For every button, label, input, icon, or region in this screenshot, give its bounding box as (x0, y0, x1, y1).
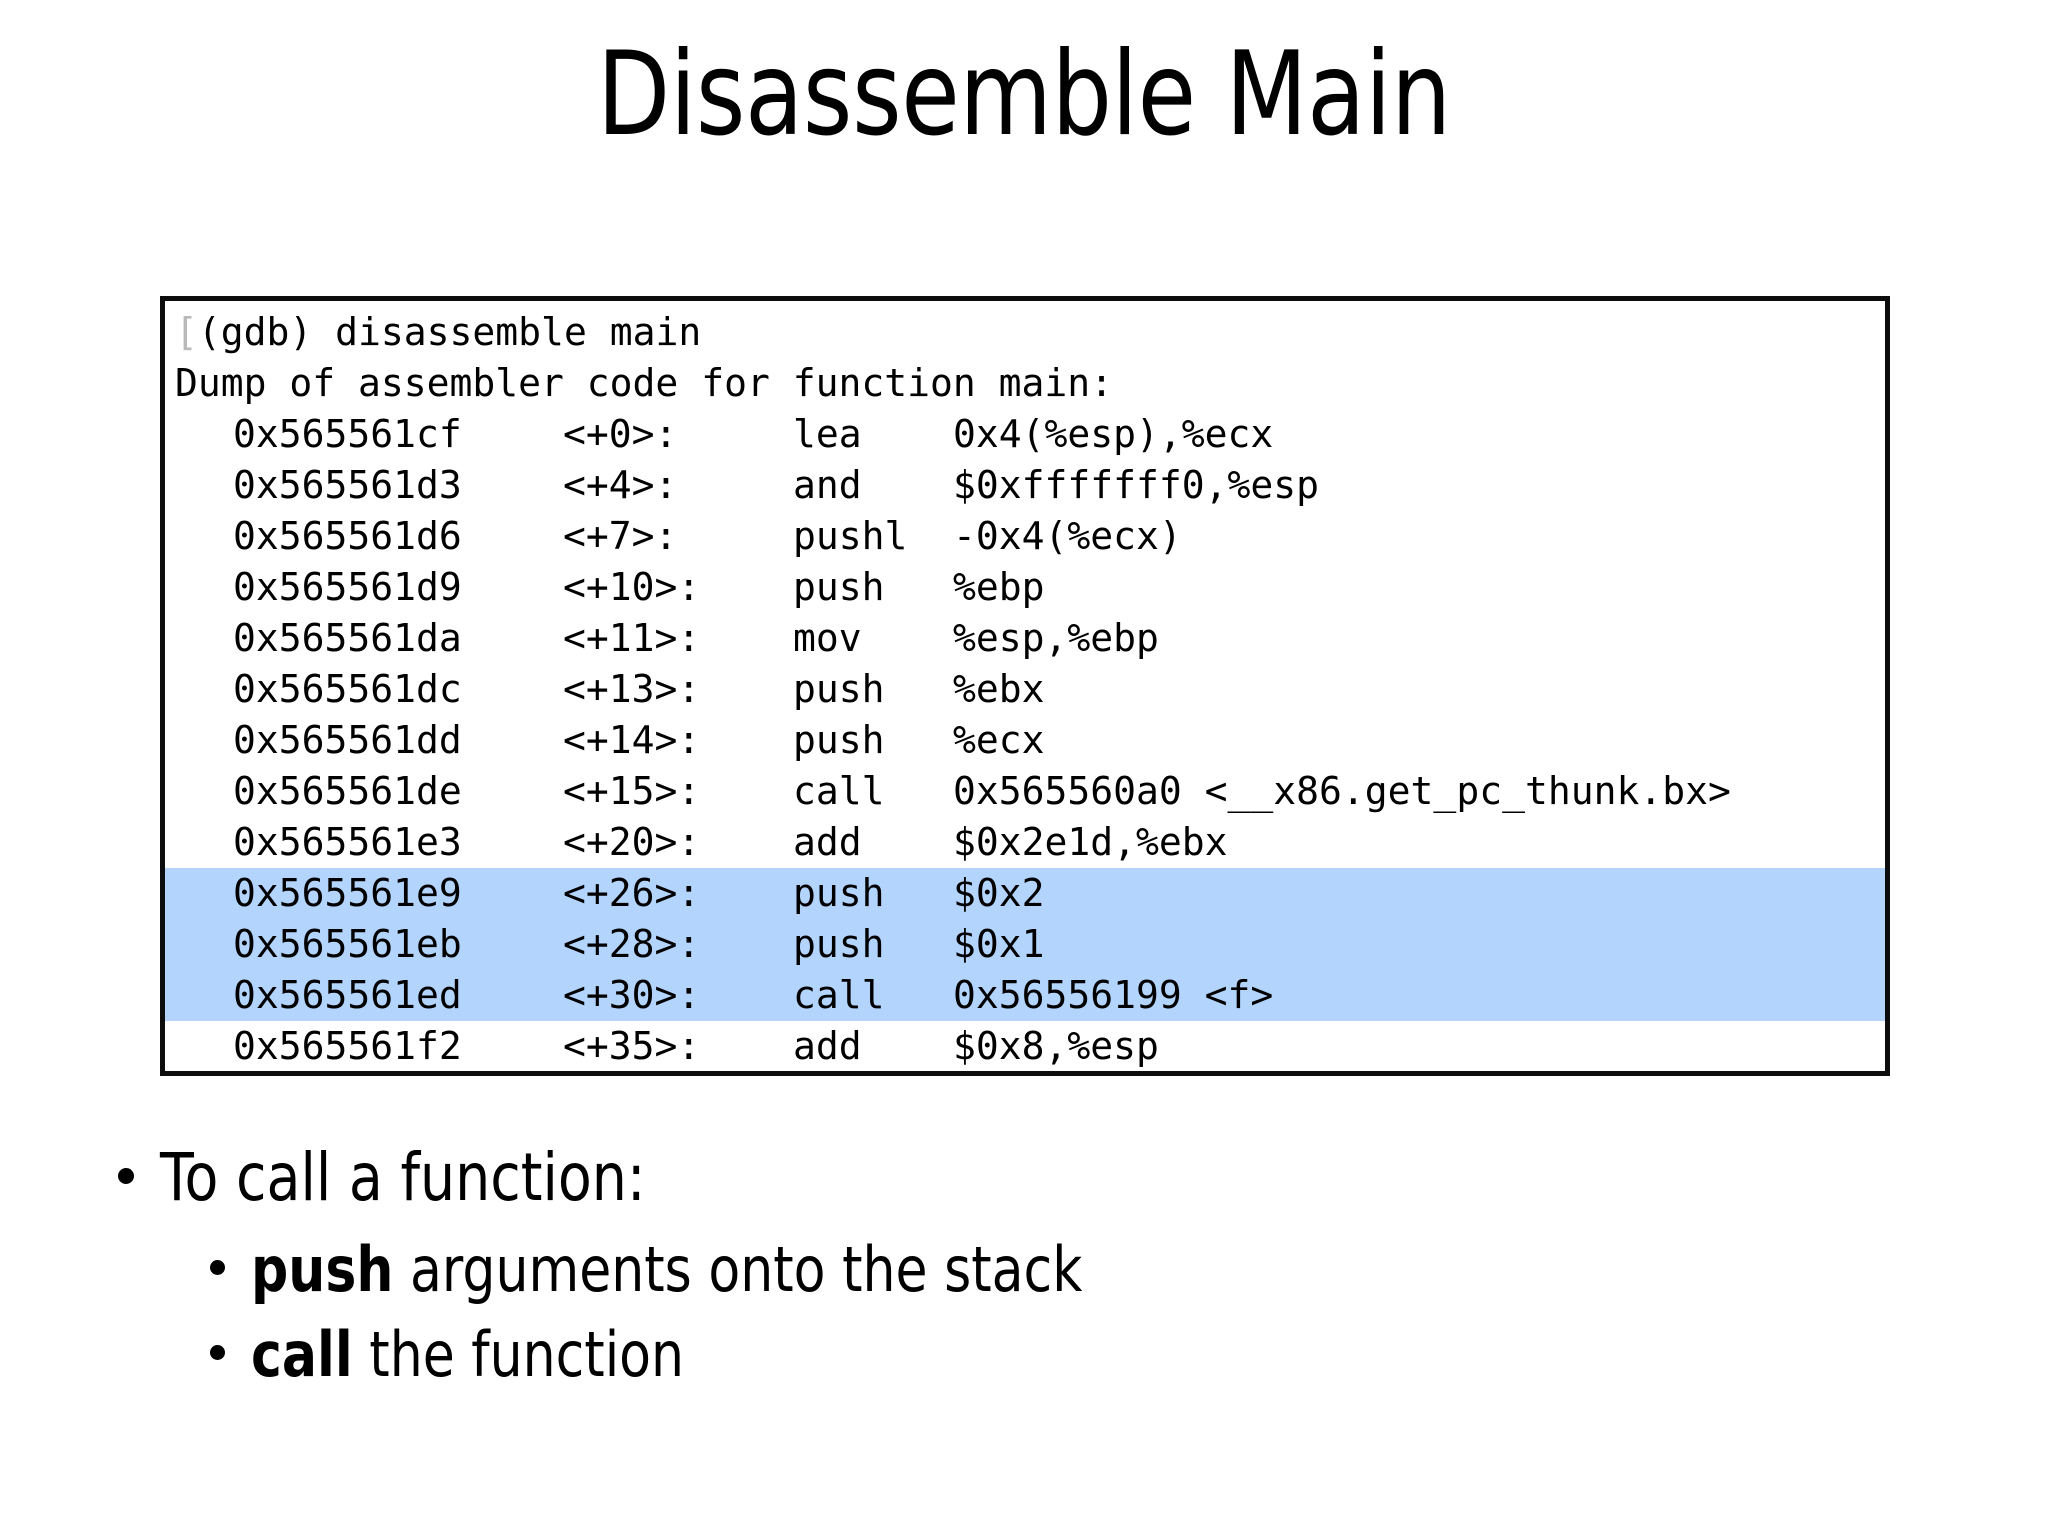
keyword-call: call (251, 1318, 353, 1392)
bullet-level2-call-rest: the function (352, 1318, 685, 1392)
instruction-address: 0x565561e9 (233, 871, 462, 915)
instruction-offset: <+13>: (563, 667, 701, 711)
instruction-mnemonic: and (793, 463, 862, 507)
instruction-offset: <+0>: (563, 412, 678, 456)
instruction-operands: $0x1 (953, 922, 1045, 966)
dump-header-line: Dump of assembler code for function main… (175, 361, 1113, 405)
instruction-row: 0x565561ed <+30>: call 0x56556199 <f> (165, 970, 1885, 1021)
bullet-level2-push-label: push arguments onto the stack (251, 1230, 1082, 1311)
instruction-row: 0x565561da <+11>: mov %esp,%ebp (165, 613, 1885, 664)
instruction-row: 0x565561eb <+28>: push $0x1 (165, 919, 1885, 970)
instruction-mnemonic: push (793, 718, 885, 762)
instruction-operands: 0x4(%esp),%ecx (953, 412, 1274, 456)
disassembly-terminal-box: [(gdb) disassemble main Dump of assemble… (160, 296, 1890, 1076)
terminal-command-text: (gdb) disassemble main (197, 310, 702, 354)
instruction-address: 0x565561d3 (233, 463, 462, 507)
instruction-mnemonic: push (793, 922, 885, 966)
instruction-row: 0x565561dc <+13>: push %ebx (165, 664, 1885, 715)
bullet-level2-push: push arguments onto the stack (210, 1230, 1938, 1311)
instruction-address: 0x565561ed (233, 973, 462, 1017)
instruction-row: 0x565561dd <+14>: push %ecx (165, 715, 1885, 766)
bullet-list: To call a function: push arguments onto … (118, 1136, 1938, 1400)
bullet-dot-icon (118, 1168, 134, 1184)
instruction-address: 0x565561f2 (233, 1024, 462, 1068)
instruction-offset: <+11>: (563, 616, 701, 660)
prompt-caret-icon: [ (175, 310, 198, 354)
instruction-row: 0x565561cf <+0>: lea 0x4(%esp),%ecx (165, 409, 1885, 460)
bullet-dot-icon (210, 1345, 225, 1361)
instruction-operands: 0x565560a0 <__x86.get_pc_thunk.bx> (953, 769, 1731, 813)
instruction-mnemonic: call (793, 973, 885, 1017)
instruction-offset: <+26>: (563, 871, 701, 915)
instruction-address: 0x565561eb (233, 922, 462, 966)
instruction-row: 0x565561d3 <+4>: and $0xfffffff0,%esp (165, 460, 1885, 511)
bullet-level2-call-label: call the function (251, 1315, 684, 1396)
instruction-mnemonic: push (793, 667, 885, 711)
instruction-address: 0x565561d9 (233, 565, 462, 609)
instruction-row: 0x565561de <+15>: call 0x565560a0 <__x86.ge… (165, 766, 1885, 817)
instruction-operands: $0x2 (953, 871, 1045, 915)
instruction-mnemonic: push (793, 871, 885, 915)
instruction-mnemonic: lea (793, 412, 862, 456)
instruction-operands: -0x4(%ecx) (953, 514, 1182, 558)
page-title: Disassemble Main (597, 27, 1451, 162)
instruction-operands: $0xfffffff0,%esp (953, 463, 1320, 507)
instruction-row: 0x565561e3 <+20>: add $0x2e1d,%ebx (165, 817, 1885, 868)
bullet-level2-push-rest: arguments onto the stack (393, 1233, 1083, 1307)
disassembly-line-list: [(gdb) disassemble main Dump of assemble… (165, 301, 1885, 1071)
instruction-address: 0x565561da (233, 616, 462, 660)
instruction-operands: %ebp (953, 565, 1045, 609)
instruction-address: 0x565561dd (233, 718, 462, 762)
instruction-offset: <+7>: (563, 514, 678, 558)
instruction-address: 0x565561dc (233, 667, 462, 711)
instruction-offset: <+30>: (563, 973, 701, 1017)
instruction-operands: 0x56556199 <f> (953, 973, 1274, 1017)
bullet-level1-label: To call a function: (160, 1139, 646, 1216)
instruction-mnemonic: push (793, 565, 885, 609)
instruction-row: 0x565561e9 <+26>: push $0x2 (165, 868, 1885, 919)
instruction-address: 0x565561d6 (233, 514, 462, 558)
instruction-offset: <+28>: (563, 922, 701, 966)
instruction-mnemonic: add (793, 1024, 862, 1068)
bullet-level1: To call a function: (118, 1136, 1938, 1220)
instruction-offset: <+15>: (563, 769, 701, 813)
terminal-command-line: [(gdb) disassemble main (165, 307, 1885, 358)
instruction-operands: %esp,%ebp (953, 616, 1159, 660)
instruction-offset: <+4>: (563, 463, 678, 507)
instruction-offset: <+14>: (563, 718, 701, 762)
instruction-offset: <+10>: (563, 565, 701, 609)
instruction-address: 0x565561cf (233, 412, 462, 456)
instruction-row: 0x565561d6 <+7>: pushl -0x4(%ecx) (165, 511, 1885, 562)
instruction-row: 0x565561d9 <+10>: push %ebp (165, 562, 1885, 613)
instruction-mnemonic: mov (793, 616, 862, 660)
instruction-offset: <+20>: (563, 820, 701, 864)
instruction-operands: %ebx (953, 667, 1045, 711)
instruction-operands: $0x2e1d,%ebx (953, 820, 1228, 864)
instruction-offset: <+35>: (563, 1024, 701, 1068)
instruction-address: 0x565561de (233, 769, 462, 813)
keyword-push: push (251, 1233, 394, 1307)
instruction-operands: %ecx (953, 718, 1045, 762)
instruction-address: 0x565561e3 (233, 820, 462, 864)
instruction-mnemonic: call (793, 769, 885, 813)
bullet-level2-call: call the function (210, 1315, 1938, 1396)
instruction-row: 0x565561f2 <+35>: add $0x8,%esp (165, 1021, 1885, 1071)
instruction-operands: $0x8,%esp (953, 1024, 1159, 1068)
bullet-dot-icon (210, 1260, 225, 1276)
instruction-mnemonic: add (793, 820, 862, 864)
instruction-mnemonic: pushl (793, 514, 908, 558)
